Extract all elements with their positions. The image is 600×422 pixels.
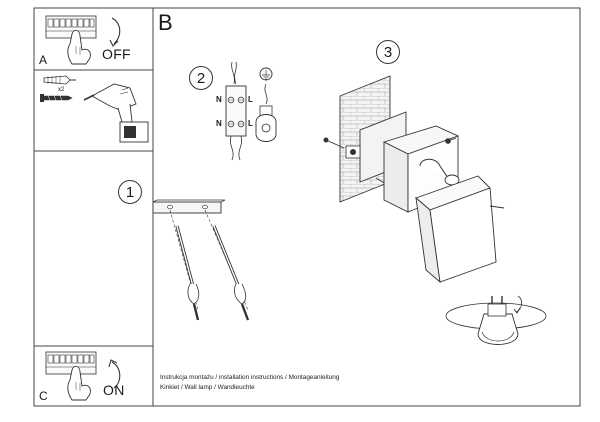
- anchor-count: x2: [58, 87, 65, 93]
- lamp-arm: [419, 158, 460, 186]
- step-1-badge: 1: [118, 180, 142, 204]
- panel-a-state: OFF: [102, 46, 131, 62]
- anchor-screw-left: [169, 209, 200, 321]
- panel-a-letter: A: [39, 53, 48, 67]
- wire-live-bottom: L: [248, 119, 253, 128]
- mounting-plate: [152, 199, 226, 214]
- ground-terminal: [255, 67, 277, 142]
- wire-neutral-top: N: [216, 95, 222, 104]
- step-3-badge: 3: [376, 40, 400, 64]
- drill-icon: [83, 83, 149, 143]
- breaker-on-illustration: [45, 351, 121, 401]
- step-2-badge: 2: [189, 66, 213, 90]
- panel-c-state: ON: [103, 382, 125, 398]
- panel-c-letter: C: [39, 389, 48, 403]
- screw-icon: [40, 94, 73, 102]
- terminal-block: [225, 61, 247, 161]
- caption-line-2: Kinkiet / Wall lamp / Wandleuchte: [160, 384, 255, 391]
- caption-line-1: Instrukcja montażu / installation instru…: [160, 374, 340, 381]
- anchor-screw-right: [204, 209, 250, 321]
- lamp-shade: [415, 175, 505, 284]
- outer-frame: [33, 7, 581, 407]
- wall-plug-icon: [43, 75, 76, 85]
- breaker-off-illustration: [45, 15, 121, 65]
- wire-live-top: L: [248, 95, 253, 104]
- panel-b-letter: B: [158, 10, 173, 35]
- wire-neutral-bottom: N: [216, 119, 222, 128]
- gu10-bulb: [445, 295, 547, 345]
